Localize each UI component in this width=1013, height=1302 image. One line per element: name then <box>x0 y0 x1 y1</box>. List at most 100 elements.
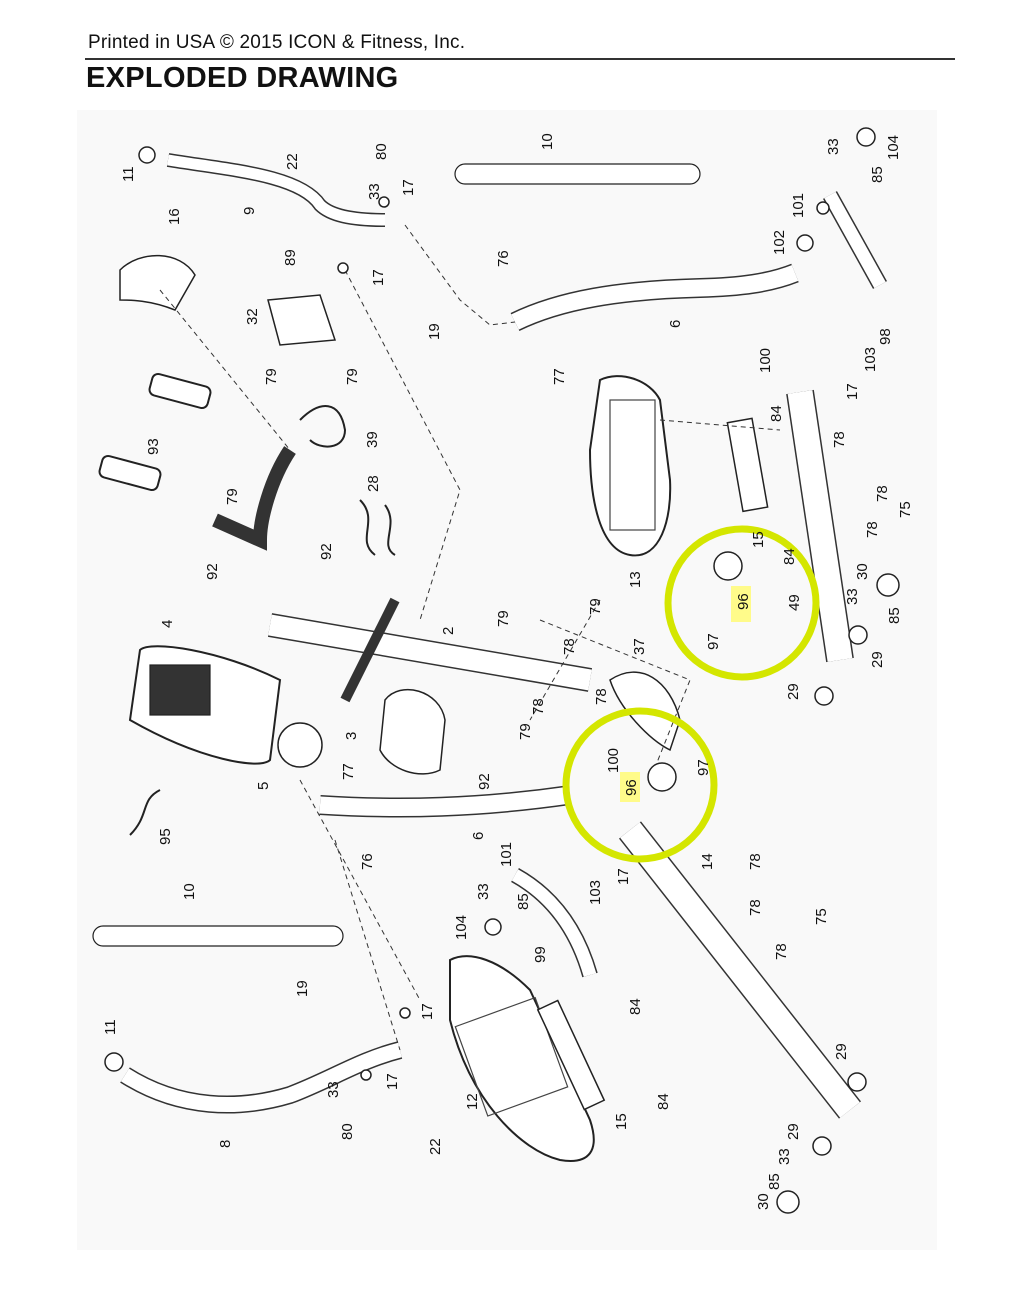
cap-11-upper <box>138 146 156 164</box>
label-78: 78 <box>874 485 891 502</box>
guide-line-e <box>334 839 401 1051</box>
label-85: 85 <box>766 1173 783 1190</box>
label-80: 80 <box>339 1123 356 1140</box>
label-92: 92 <box>204 563 221 580</box>
pedal-12 <box>449 955 595 1162</box>
bracket-84-upper <box>726 417 769 513</box>
label-75: 75 <box>813 908 830 925</box>
tube-10-lower <box>92 925 344 947</box>
label-17: 17 <box>384 1073 401 1090</box>
guide-line-b <box>344 269 461 621</box>
label-22: 22 <box>427 1138 444 1155</box>
tube-10-upper <box>454 163 701 185</box>
label-17: 17 <box>615 868 632 885</box>
handle-39 <box>212 446 296 551</box>
label-17: 17 <box>370 269 387 286</box>
label-15: 15 <box>750 531 767 548</box>
label-3: 3 <box>343 732 360 740</box>
bearing-29-b <box>814 686 834 706</box>
highlight-callouts <box>562 525 820 863</box>
nut-17-d <box>360 1069 372 1081</box>
grip-93-lower <box>98 454 162 492</box>
label-33: 33 <box>366 183 383 200</box>
label-6: 6 <box>667 320 684 328</box>
label-101: 101 <box>790 193 807 218</box>
label-97: 97 <box>695 759 712 776</box>
label-79: 79 <box>495 610 512 627</box>
label-76: 76 <box>495 250 512 267</box>
label-79: 79 <box>263 368 280 385</box>
ring-5 <box>277 722 323 768</box>
label-76: 76 <box>359 853 376 870</box>
label-85: 85 <box>886 607 903 624</box>
roller-96-upper <box>713 551 743 581</box>
label-79: 79 <box>587 598 604 615</box>
label-29: 29 <box>869 651 886 668</box>
guide-line-c <box>159 289 291 451</box>
label-33: 33 <box>825 138 842 155</box>
label-29: 29 <box>833 1043 850 1060</box>
guide-line-a <box>404 224 516 326</box>
label-30: 30 <box>755 1193 772 1210</box>
label-78: 78 <box>561 638 578 655</box>
guide-line-d <box>299 779 421 1001</box>
bearing-29-d <box>812 1136 832 1156</box>
label-85: 85 <box>869 166 886 183</box>
label-84: 84 <box>627 998 644 1015</box>
shroud-3 <box>379 689 446 775</box>
label-17: 17 <box>419 1003 436 1020</box>
nut-17-c <box>399 1007 411 1019</box>
label-4: 4 <box>159 620 176 628</box>
cable-95 <box>129 789 161 836</box>
label-75: 75 <box>897 501 914 518</box>
label-49: 49 <box>786 594 803 611</box>
guide-line-g <box>659 419 781 431</box>
nut-17-b <box>337 262 349 274</box>
cap-11-lower <box>104 1052 124 1072</box>
label-22: 22 <box>284 153 301 170</box>
label-28: 28 <box>365 475 382 492</box>
label-84: 84 <box>768 405 785 422</box>
cap-30-upper <box>876 573 900 597</box>
label-96: 96 <box>735 593 752 610</box>
bearing-104-lower <box>484 918 502 936</box>
label-104: 104 <box>885 135 902 160</box>
label-78: 78 <box>864 521 881 538</box>
label-33: 33 <box>776 1148 793 1165</box>
label-12: 12 <box>464 1093 481 1110</box>
label-11: 11 <box>120 166 137 182</box>
highlight-circle-lower <box>562 707 718 863</box>
cover-32 <box>267 294 337 346</box>
label-84: 84 <box>781 548 798 565</box>
highlight-circle-upper <box>664 525 820 681</box>
label-103: 103 <box>862 347 879 372</box>
page-title: EXPLODED DRAWING <box>86 62 399 94</box>
bearing-29-a <box>848 625 868 645</box>
label-9: 9 <box>241 207 258 215</box>
shroud-16 <box>119 254 196 311</box>
bearing-102 <box>796 234 814 252</box>
header-rule <box>85 58 955 60</box>
label-104: 104 <box>453 915 470 940</box>
label-10: 10 <box>539 133 556 150</box>
label-10: 10 <box>181 883 198 900</box>
label-78: 78 <box>773 943 790 960</box>
label-78: 78 <box>530 698 547 715</box>
label-37: 37 <box>631 638 648 655</box>
label-33: 33 <box>325 1081 342 1098</box>
label-89: 89 <box>282 249 299 266</box>
label-32: 32 <box>244 308 261 325</box>
label-84: 84 <box>655 1093 672 1110</box>
print-line: Printed in USA © 2015 ICON & Fitness, In… <box>88 32 466 53</box>
label-8: 8 <box>217 1140 234 1148</box>
label-99: 99 <box>532 946 549 963</box>
bracket-84-lower <box>536 999 606 1111</box>
label-85: 85 <box>515 893 532 910</box>
label-6: 6 <box>470 832 487 840</box>
label-92: 92 <box>476 773 493 790</box>
label-103: 103 <box>587 880 604 905</box>
label-17: 17 <box>844 383 861 400</box>
label-78: 78 <box>747 899 764 916</box>
label-78: 78 <box>747 853 764 870</box>
